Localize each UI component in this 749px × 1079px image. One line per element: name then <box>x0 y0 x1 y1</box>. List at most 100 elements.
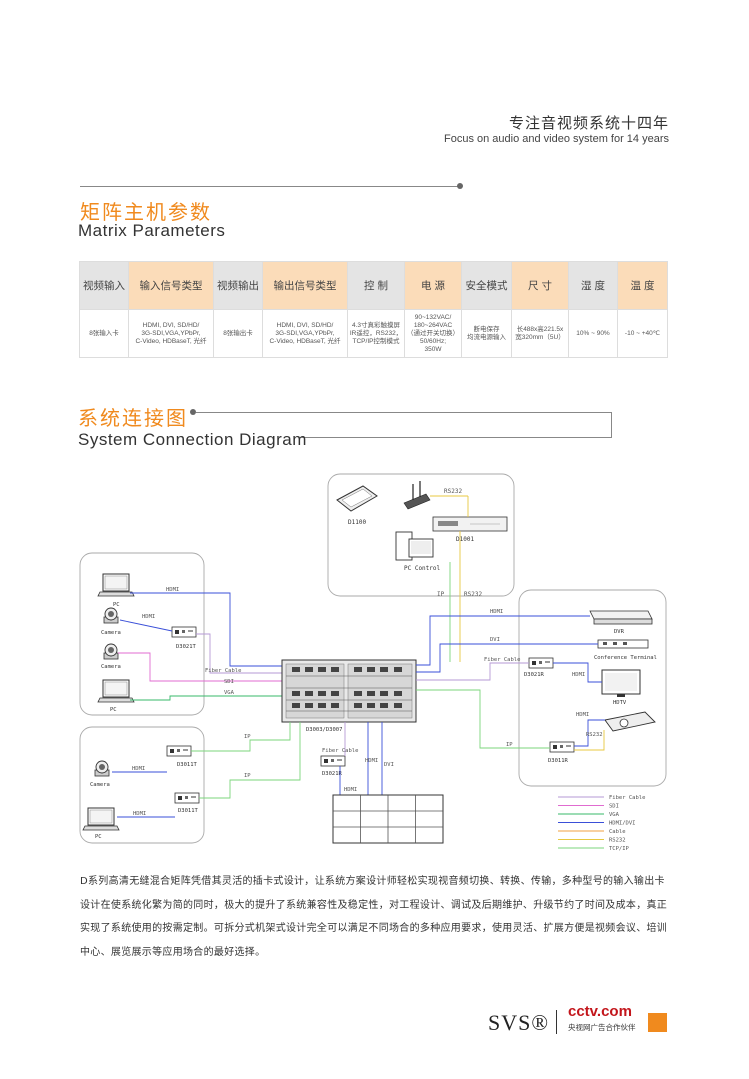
table-cell-line: 8张输入卡 <box>89 329 119 337</box>
sdi-label: SDI <box>224 679 234 685</box>
table-cell: 90~132VAC/180~264VAC（通过开关切换）50/60Hz;350W <box>404 309 462 358</box>
table-cell: 断电保存均流电源输入 <box>461 309 512 358</box>
hdmi-label: HDMI <box>572 672 585 678</box>
hdmi-label: HDMI <box>576 712 589 718</box>
section-divider <box>196 412 611 413</box>
camera-label: Camera <box>90 782 110 788</box>
ip-label: IP <box>244 734 251 740</box>
table-cell-line: -10 ~ +40℃ <box>624 329 661 337</box>
pc-label: PC <box>95 834 102 840</box>
table-cell: HDMI, DVI, SD/HD/3G-SDI,VGA,YPbPr,C-Vide… <box>128 309 214 358</box>
panel-outputs <box>518 589 667 787</box>
table-cell: 8张输出卡 <box>213 309 263 358</box>
ip-label: IP <box>244 773 251 779</box>
dvi-label: DVI <box>490 637 500 643</box>
table-cell-line: HDMI, DVI, SD/HD/ <box>276 321 334 329</box>
section-divider <box>300 437 612 438</box>
legend-label: VGA <box>609 812 620 818</box>
camera-icon <box>103 607 119 624</box>
cctv-partner-text: 央视网广告合作伙伴 <box>568 1023 636 1032</box>
table-cell: HDMI, DVI, SD/HD/3G-SDI,VGA,YPbPr,C-Vide… <box>262 309 348 358</box>
table-header: 电 源 <box>404 261 462 310</box>
table-cell-line: 3G-SDI,VGA,YPbPr, <box>275 329 335 337</box>
hdmi-label: HDMI <box>142 614 155 620</box>
panel-remote-inputs <box>79 726 205 844</box>
hdmi-label: HDMI <box>490 609 503 615</box>
table-cell-line: 断电保存 <box>473 325 500 333</box>
d3021r-label: D3021R <box>322 771 343 777</box>
table-cell-line: 10% ~ 90% <box>576 329 610 337</box>
d3011t-label: D3011T <box>178 808 199 814</box>
table-cell: -10 ~ +40℃ <box>617 309 668 358</box>
diagram-legend: Fiber CableSDIVGAHDMI/DVICableRS232TCP/I… <box>558 795 645 852</box>
video-wall <box>332 794 444 844</box>
hdmi-label: HDMI <box>132 766 145 772</box>
rs232-label: RS232 <box>586 732 603 738</box>
rs232-label: RS232 <box>464 591 482 598</box>
pc-control-label: PC Control <box>404 565 441 572</box>
fiber-label: Fiber Cable <box>484 657 520 663</box>
hdtv-label: HDTV <box>613 700 627 706</box>
table-cell-line: 8张输出卡 <box>223 329 253 337</box>
antenna-icon <box>403 481 431 510</box>
table-cell-line: 50/60Hz; <box>419 337 447 345</box>
hdmi-label: HDMI <box>133 811 146 817</box>
table-header: 控 制 <box>347 261 405 310</box>
pc-icon <box>97 679 135 703</box>
d3011t-device <box>166 745 192 757</box>
section-divider <box>80 186 460 187</box>
divider-dot <box>190 409 196 415</box>
table-header: 输出信号类型 <box>262 261 348 310</box>
table-cell-line: 宽320mm（5U） <box>515 333 565 341</box>
table-header: 输入信号类型 <box>128 261 214 310</box>
system-title-cn: 系统连接图 <box>78 406 188 430</box>
dvr-device <box>589 610 653 625</box>
vga-label: VGA <box>224 690 235 696</box>
d3021t-device <box>171 626 197 638</box>
d3011t-label: D3011T <box>177 762 198 768</box>
table-cell-line: 350W <box>424 345 442 353</box>
table-row: 8张输入卡 HDMI, DVI, SD/HD/3G-SDI,VGA,YPbPr,C… <box>79 309 668 358</box>
dvr-label: DVR <box>614 629 625 635</box>
table-cell-line: 3G-SDI,VGA,YPbPr, <box>141 329 201 337</box>
hdmi-label: HDMI <box>365 758 378 764</box>
camera-icon <box>94 760 110 777</box>
system-title-en: System Connection Diagram <box>78 430 307 449</box>
table-cell-line: 均流电源输入 <box>467 333 506 341</box>
matrix-title-cn: 矩阵主机参数 <box>80 200 212 224</box>
matrix-title-en: Matrix Parameters <box>78 221 226 240</box>
table-cell-line: 90~132VAC/ <box>414 313 452 321</box>
table-cell-line: 180~264VAC <box>413 321 453 329</box>
table-cell-line: 长488x高221.5x <box>516 325 564 333</box>
legend-label: HDMI/DVI <box>609 821 636 827</box>
table-cell-line: 4.3寸真彩触摸屏 <box>351 321 401 329</box>
legend-label: TCP/IP <box>609 846 630 852</box>
pc-label: PC <box>113 602 120 608</box>
d3011t-device <box>174 792 200 804</box>
panel-control <box>327 473 515 597</box>
table-cell: 8张输入卡 <box>79 309 129 358</box>
legend-label: Cable <box>609 829 626 835</box>
d1100-device <box>336 485 378 512</box>
cctv-logo: cctv.com <box>568 1003 632 1020</box>
pc-control-device <box>395 531 434 561</box>
camera-label: Camera <box>101 664 121 670</box>
footer-divider <box>556 1010 557 1034</box>
pc-label: PC <box>110 707 117 713</box>
hdtv-icon <box>601 669 641 697</box>
hdmi-label: HDMI <box>166 587 179 593</box>
table-cell-line: IR遥控，RS232， <box>349 329 403 337</box>
d3021t-label: D3021T <box>176 644 197 650</box>
dvi-label: DVI <box>384 762 394 768</box>
header-tagline-en: Focus on audio and video system for 14 y… <box>443 133 669 145</box>
section-divider <box>611 412 612 438</box>
d3011r-label: D3011R <box>548 758 569 764</box>
camera-icon <box>103 643 119 660</box>
d3021r-device <box>528 657 554 669</box>
d3021r-label: D3021R <box>524 672 545 678</box>
projector-icon <box>604 711 656 732</box>
pc-icon <box>97 573 135 597</box>
table-cell-line: （通过开关切换） <box>407 329 459 337</box>
camera-label: Camera <box>101 630 121 636</box>
